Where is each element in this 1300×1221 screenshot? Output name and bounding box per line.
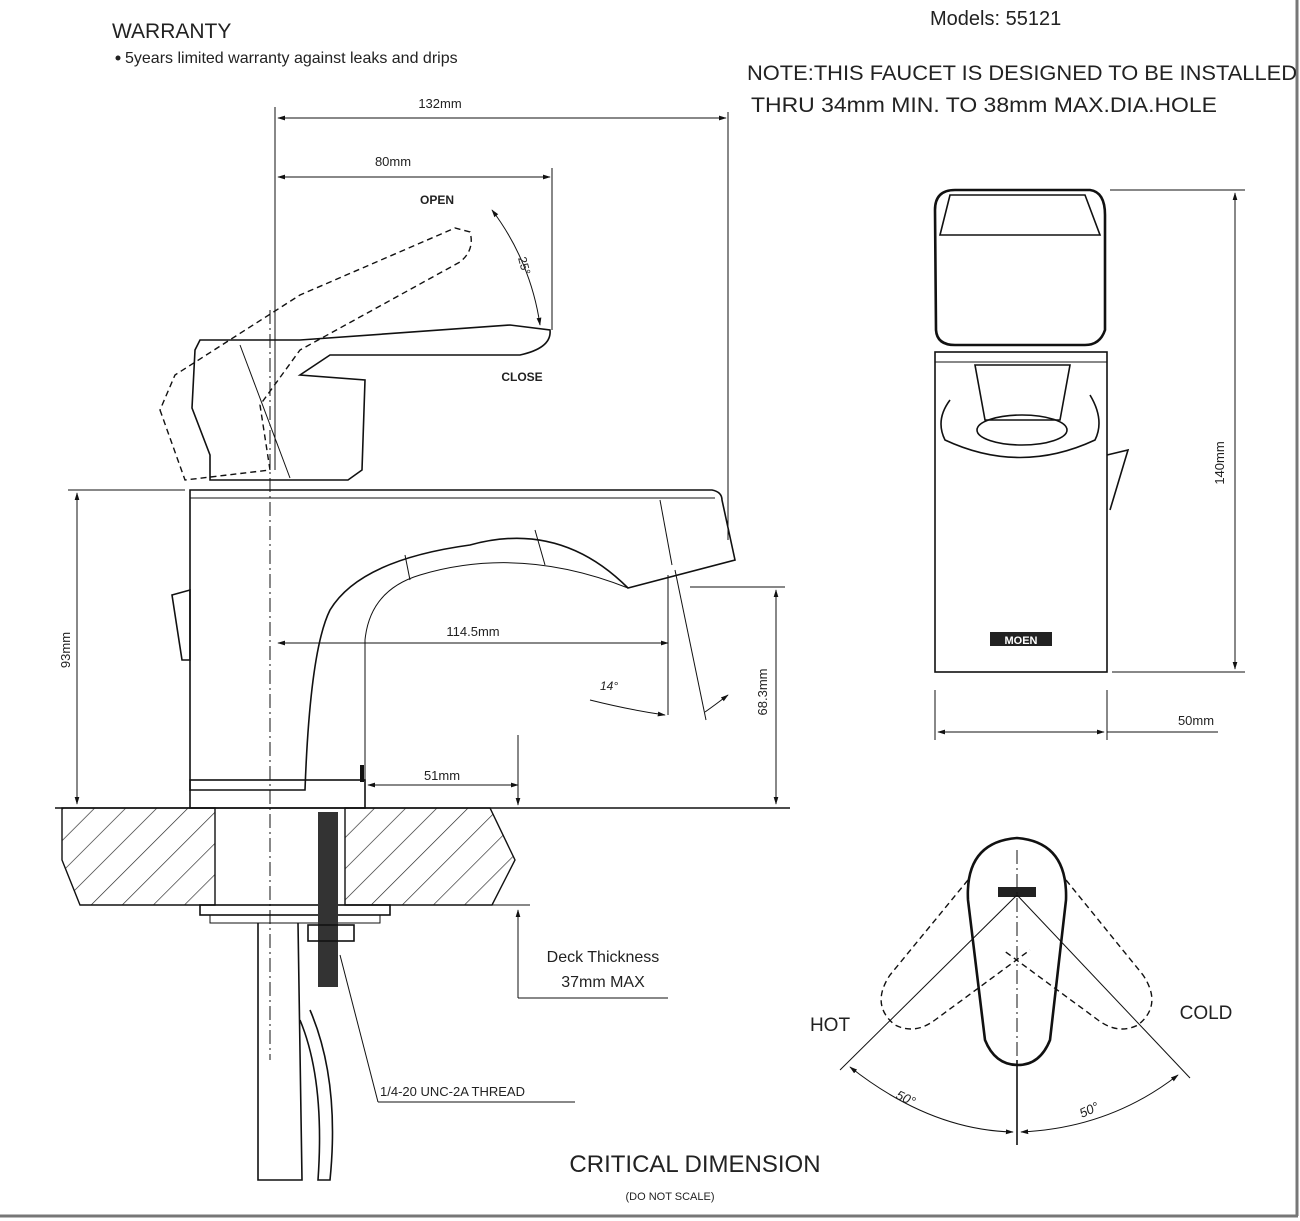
dim-140mm: 140mm (1212, 441, 1227, 484)
dim-68-3mm: 68.3mm (755, 669, 770, 716)
dim-93mm: 93mm (58, 632, 73, 668)
label-open: OPEN (420, 193, 454, 207)
note-line-1: NOTE:THIS FAUCET IS DESIGNED TO BE INSTA… (747, 62, 1297, 85)
side-view: 132mm 80mm OPEN 25° CLOSE 114.5mm (55, 96, 790, 1181)
angle-hot-50: 50° (894, 1087, 918, 1109)
dim-50mm: 50mm (1178, 713, 1214, 728)
deck-thickness-label: Deck Thickness (547, 949, 660, 966)
warranty-bullet: 5years limited warranty against leaks an… (125, 50, 458, 67)
dim-51mm: 51mm (424, 768, 460, 783)
dim-132mm: 132mm (418, 96, 461, 111)
note-line-2: THRU 34mm MIN. TO 38mm MAX.DIA.HOLE (751, 94, 1217, 117)
critical-dimension-title: CRITICAL DIMENSION (569, 1151, 820, 1178)
bullet-icon (115, 55, 121, 61)
label-close: CLOSE (501, 370, 542, 384)
top-view: HOT COLD 50° 50° (810, 836, 1233, 1145)
angle-14: 14° (600, 679, 618, 693)
angle-cold-50: 50° (1077, 1099, 1101, 1121)
thread-spec: 1/4-20 UNC-2A THREAD (380, 1084, 525, 1099)
warranty-heading: WARRANTY (112, 20, 231, 43)
brand-logo: MOEN (1005, 635, 1038, 647)
angle-25: 25° (515, 255, 533, 276)
deck-thickness-value: 37mm MAX (561, 974, 645, 991)
front-view: MOEN 140mm 50mm (933, 188, 1245, 740)
models-label: Models: 55121 (930, 8, 1061, 30)
label-cold: COLD (1180, 1003, 1233, 1024)
do-not-scale-note: (DO NOT SCALE) (625, 1191, 714, 1203)
label-hot: HOT (810, 1015, 851, 1036)
dim-114-5mm: 114.5mm (446, 624, 499, 639)
dim-80mm: 80mm (375, 154, 411, 169)
